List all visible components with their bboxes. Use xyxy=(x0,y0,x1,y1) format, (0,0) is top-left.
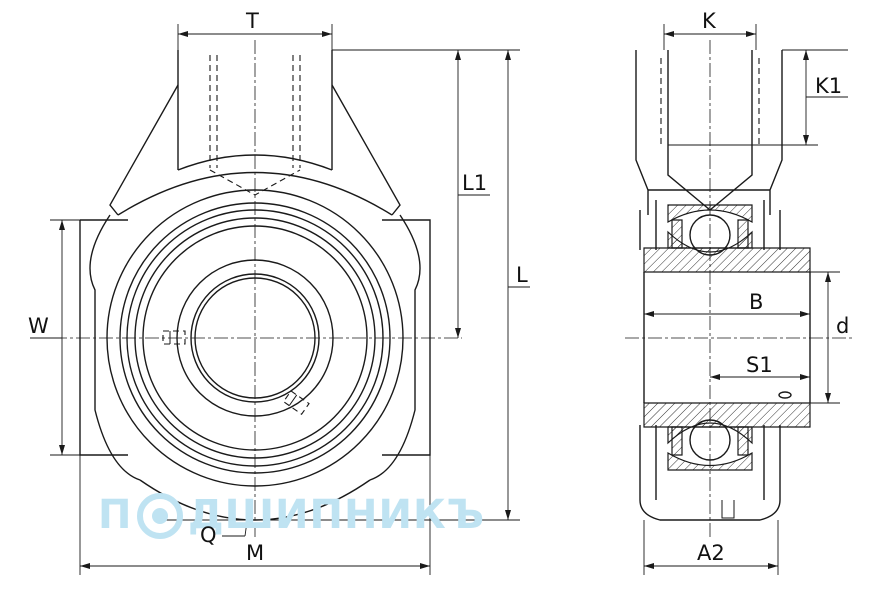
upper-bearing xyxy=(667,204,753,256)
label-L: L xyxy=(516,263,528,287)
front-centerlines xyxy=(30,40,462,540)
inner-ring-bottom xyxy=(643,402,811,428)
set-screw-left xyxy=(162,330,186,345)
dimensions xyxy=(30,24,848,575)
watermark-bearing-logo xyxy=(137,493,183,539)
label-M: M xyxy=(246,541,264,565)
side-view xyxy=(625,40,855,540)
front-view xyxy=(30,40,462,540)
dimension-labels: T K K1 L1 L W B d S1 Q M A2 xyxy=(28,9,849,565)
label-B: B xyxy=(749,290,763,314)
label-T: T xyxy=(245,9,259,33)
label-S1: S1 xyxy=(746,353,773,377)
watermark-text-left: П xyxy=(98,492,132,538)
set-screw-bottom xyxy=(282,390,310,415)
label-K: K xyxy=(702,9,717,33)
label-d: d xyxy=(836,314,849,338)
watermark-text-right: ДШИПНИКЪ xyxy=(188,492,485,538)
label-L1: L1 xyxy=(462,171,487,195)
label-A2: A2 xyxy=(697,541,725,565)
label-K1: K1 xyxy=(815,74,842,98)
inner-ring-top xyxy=(643,247,811,273)
watermark: П ДШИПНИКЪ xyxy=(98,492,485,539)
label-W: W xyxy=(28,314,49,338)
label-Q: Q xyxy=(200,523,217,547)
